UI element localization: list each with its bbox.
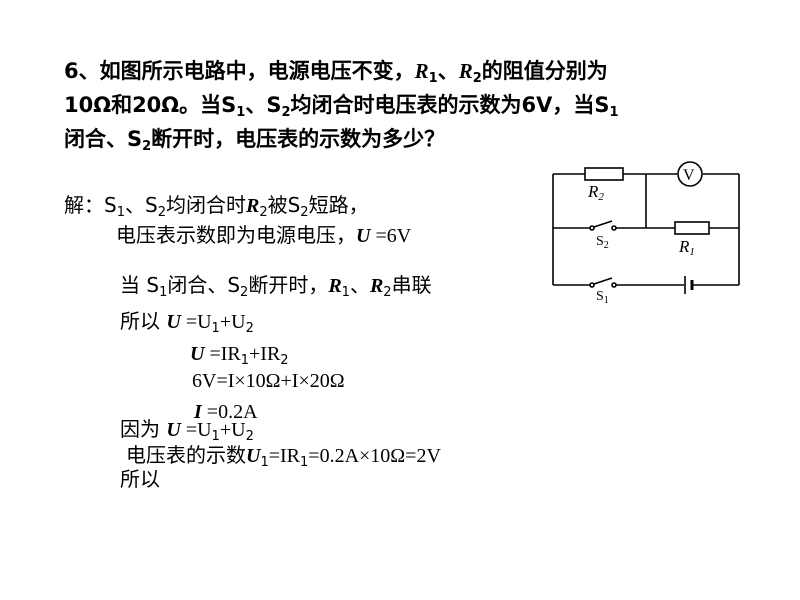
question-line-2: 10Ω和20Ω。当S1、S2均闭合时电压表的示数为6V，当S1 [64, 93, 619, 120]
resistor-r2 [584, 167, 624, 181]
r1-label: R1 [678, 237, 695, 258]
solution-line-4: 所以 U =U1+U2 [120, 309, 254, 336]
solution-line-7: I =0.2A [194, 401, 258, 423]
switch-s2 [593, 220, 613, 228]
solution-line-3: 当 S1闭合、S2断开时，R1、R2串联 [120, 273, 432, 300]
r2-label: R2 [587, 182, 604, 203]
s2-label: S2 [596, 234, 609, 251]
s1-label: S1 [596, 289, 609, 306]
solution-line-9: 电压表的示数U1=IR1=0.2A×10Ω=2V [126, 443, 441, 470]
question-line-1: 6、如图所示电路中，电源电压不变，R1、R2的阻值分别为 [64, 59, 608, 86]
solution-line-10: 所以 [120, 467, 160, 491]
voltmeter [677, 161, 703, 187]
resistor-r1 [674, 221, 710, 235]
voltmeter-label: V [683, 167, 695, 184]
solution-line-8: 因为 U =U1+U2 [120, 417, 254, 444]
solution-line-5: U =IR1+IR2 [190, 343, 289, 368]
question-number: 6 [64, 59, 79, 83]
solution-line-2: 电压表示数即为电源电压，U =6V [116, 223, 412, 247]
circuit-diagram: V R2 R1 S2 S1 [552, 161, 740, 306]
solution-line-1: 解：S1、S2均闭合时R2被S2短路， [64, 193, 369, 220]
switch-s1 [593, 277, 613, 285]
solution-line-6: 6V=I×10Ω+I×20Ω [192, 370, 345, 392]
question-line-3: 闭合、S2断开时，电压表的示数为多少？ [64, 127, 446, 154]
